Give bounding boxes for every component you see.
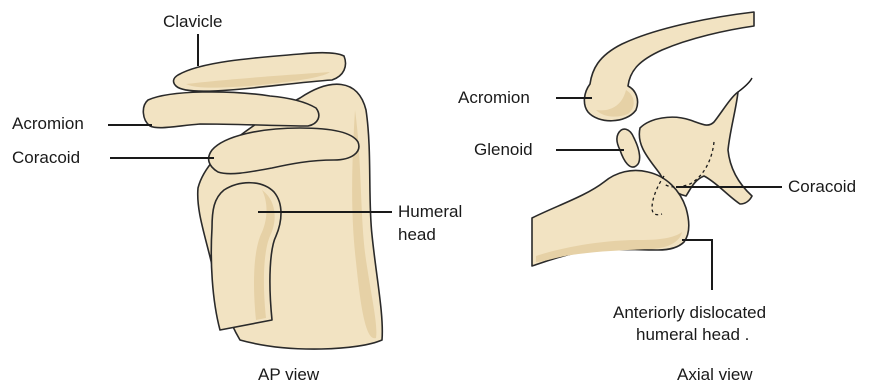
axial-glenoid-label: Glenoid	[474, 140, 533, 160]
axial-view-illustration	[532, 12, 782, 290]
ap-acromion-shape	[143, 92, 319, 128]
axial-view-caption: Axial view	[677, 365, 753, 385]
axial-acromion-label: Acromion	[458, 88, 530, 108]
ap-humeral-head-label-line2: head	[398, 225, 436, 245]
ap-clavicle-label: Clavicle	[163, 12, 223, 32]
axial-dislocated-head-label-line2: humeral head .	[636, 325, 749, 345]
axial-dislocated-head-label-line1: Anteriorly dislocated	[613, 303, 766, 323]
ap-coracoid-label: Coracoid	[12, 148, 80, 168]
axial-coracoid-label: Coracoid	[788, 177, 856, 197]
axial-glenoid-shape	[617, 129, 640, 167]
axial-dislocated-head-leader	[682, 240, 712, 290]
axial-scapula-edge	[738, 78, 752, 92]
ap-view-caption: AP view	[258, 365, 319, 385]
ap-view-illustration	[108, 34, 392, 349]
ap-acromion-label: Acromion	[12, 114, 84, 134]
ap-humeral-head-label-line1: Humeral	[398, 202, 462, 222]
